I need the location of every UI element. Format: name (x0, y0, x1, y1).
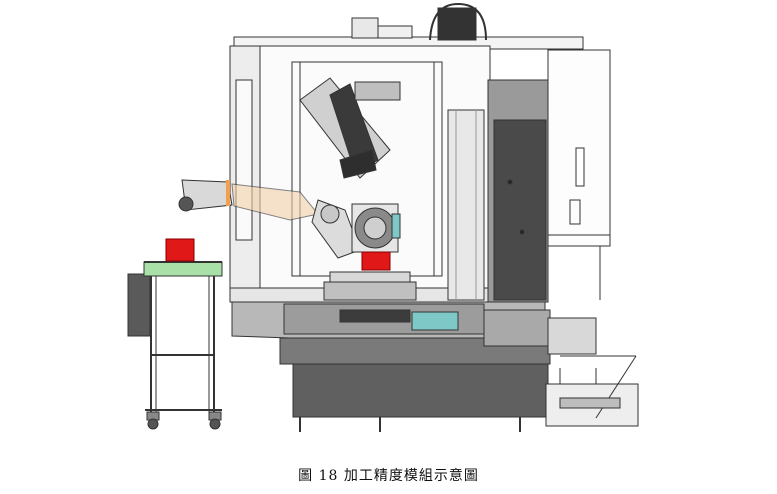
electrical-cabinet (547, 49, 611, 300)
rotary-table (323, 203, 417, 301)
caster-wheel-right (208, 411, 222, 430)
column-bolt-2 (519, 229, 525, 235)
spindle-dark-body (329, 83, 379, 173)
left-door-window (235, 79, 253, 241)
workpiece-on-cart (165, 238, 195, 262)
robot-wrist-joint (178, 196, 194, 212)
figure-caption: 圖 18 加工精度模組示意圖 (298, 468, 479, 484)
caster-wheel-left (146, 411, 160, 430)
robot-arm (178, 179, 361, 259)
spindle-head (299, 77, 401, 179)
pallet-base (323, 281, 417, 301)
table-teal-rail (411, 311, 459, 331)
cabinet-handle (575, 147, 585, 187)
cabinet-latch (569, 199, 581, 225)
machine-table (283, 303, 551, 347)
column-dark-panel (493, 119, 547, 301)
cart-side-panel (127, 273, 151, 337)
workpiece-in-machine (361, 251, 391, 271)
column-bolt-1 (507, 179, 513, 185)
spindle-nose (339, 149, 377, 179)
workpiece-cart (127, 238, 223, 430)
chip-conveyor (545, 317, 639, 427)
spindle-mount (354, 81, 401, 101)
cable-arc (429, 2, 487, 41)
machining-accuracy-module-diagram (127, 2, 639, 432)
conveyor-belt (143, 261, 223, 277)
robot-upper-arm (231, 183, 319, 221)
robot-highlight-segment (226, 180, 230, 206)
conveyor-housing (547, 317, 597, 355)
column-vertical-guide (447, 109, 485, 301)
right-column (447, 79, 549, 303)
rotary-hub (363, 216, 387, 240)
teal-clamp (391, 213, 401, 239)
top-connector (377, 25, 413, 39)
top-motor-housing (351, 17, 379, 39)
fixture-plate (329, 271, 411, 283)
base-lower-block (292, 361, 549, 418)
table-dark-slot (339, 309, 411, 323)
robot-elbow-joint (320, 204, 340, 224)
right-slide-block (483, 309, 551, 347)
cable-duct-top (437, 7, 477, 41)
